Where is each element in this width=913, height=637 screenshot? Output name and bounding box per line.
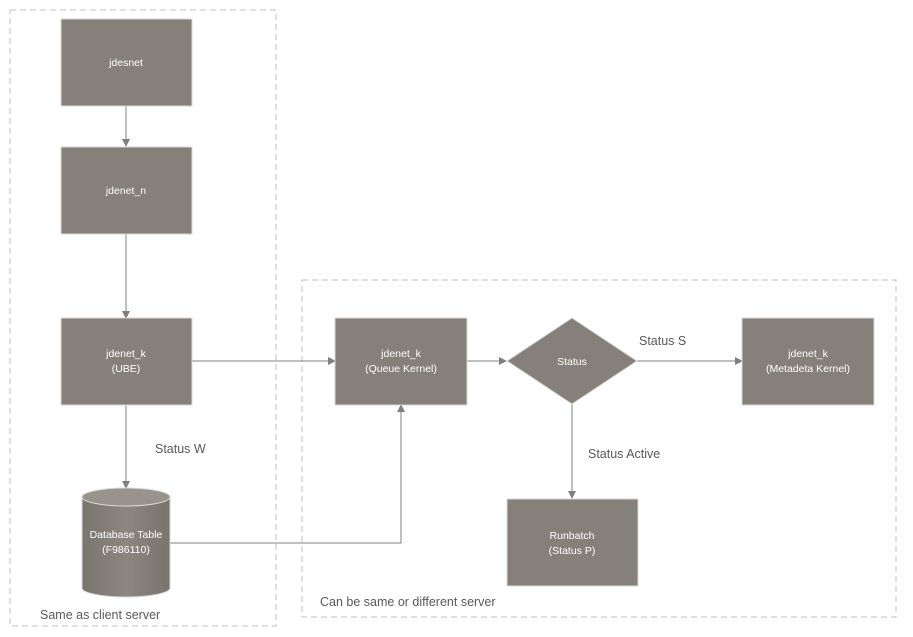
node-status-decision: Status bbox=[506, 317, 638, 405]
node-runbatch-label-2: (Status P) bbox=[549, 545, 596, 557]
node-queue-kernel: jdenet_k (Queue Kernel) bbox=[334, 317, 468, 406]
node-jdesnet-label: jdesnet bbox=[108, 57, 143, 69]
node-jdenet-k-ube-label-2: (UBE) bbox=[112, 363, 141, 375]
node-metadata-kernel-label-2: (Metadeta Kernel) bbox=[766, 363, 850, 375]
edge-database-to-queue-kernel bbox=[170, 404, 405, 544]
node-metadata-kernel-label-1: jdenet_k bbox=[787, 348, 828, 360]
node-jdenet-k-ube: jdenet_k (UBE) bbox=[60, 317, 193, 406]
group-client-server-label: Same as client server bbox=[40, 608, 160, 622]
node-jdenet-k-ube-label-1: jdenet_k bbox=[105, 348, 146, 360]
node-metadata-kernel: jdenet_k (Metadeta Kernel) bbox=[741, 317, 875, 406]
node-queue-kernel-label-2: (Queue Kernel) bbox=[365, 363, 437, 375]
node-jdenet-n-label: jdenet_n bbox=[105, 185, 146, 197]
node-jdesnet: jdesnet bbox=[60, 18, 193, 107]
node-queue-kernel-label-1: jdenet_k bbox=[380, 348, 421, 360]
group-kernel-server bbox=[301, 279, 897, 618]
node-database-table: Database Table (F986110) bbox=[81, 487, 171, 598]
node-status-decision-label: Status bbox=[557, 356, 587, 368]
node-database-table-label-2: (F986110) bbox=[102, 544, 150, 556]
node-jdenet-n: jdenet_n bbox=[60, 146, 193, 235]
node-runbatch-label-1: Runbatch bbox=[550, 530, 595, 542]
edges bbox=[122, 106, 743, 544]
group-kernel-server-label: Can be same or different server bbox=[320, 595, 496, 609]
edge-label-status-w: Status W bbox=[155, 442, 206, 456]
node-runbatch: Runbatch (Status P) bbox=[506, 498, 639, 587]
group-client-server bbox=[9, 9, 277, 627]
edge-label-status-s: Status S bbox=[639, 334, 686, 348]
edge-label-status-active: Status Active bbox=[588, 447, 660, 461]
node-database-table-label-1: Database Table bbox=[90, 529, 163, 541]
